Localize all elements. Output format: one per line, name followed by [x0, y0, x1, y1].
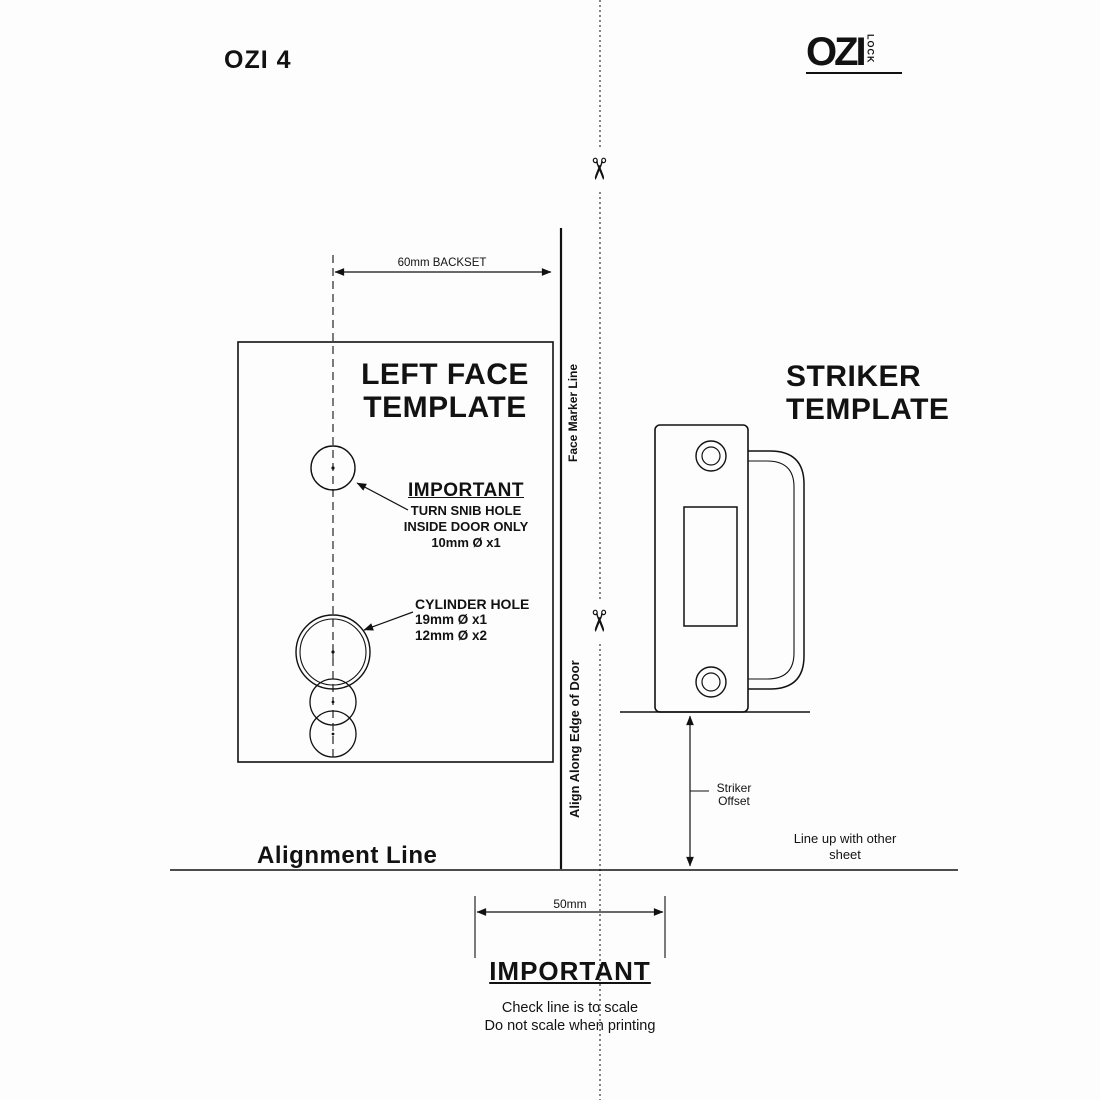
scissors-icon: ✂	[580, 608, 615, 634]
left-important-heading: IMPORTANT	[407, 480, 525, 501]
sheet-label: OZI 4	[224, 46, 292, 74]
striker-title-line1: STRIKER	[786, 360, 922, 393]
lineup-note: Line up with other sheet	[775, 831, 915, 863]
scale-check-dimension	[474, 896, 666, 958]
lineup-note-line1: Line up with other	[793, 831, 897, 846]
cylinder-hole	[295, 614, 371, 758]
scale-dimension-label: 50mm	[553, 897, 587, 911]
snib-note-line2: INSIDE DOOR ONLY	[403, 519, 529, 534]
striker-offset-line2: Offset	[718, 794, 750, 808]
striker-title-line2: TEMPLATE	[786, 393, 950, 426]
brand-logo-vertical-text: LOCK	[865, 34, 876, 64]
cylinder-leader-line	[363, 611, 414, 631]
snib-hole-note: TURN SNIB HOLE INSIDE DOOR ONLY 10mm Ø x…	[390, 503, 542, 551]
scissors-icon: ✂	[580, 156, 615, 182]
striker-offset-label: Striker Offset	[706, 782, 762, 808]
turn-snib-hole	[310, 445, 356, 491]
face-marker-line-label: Face Marker Line	[566, 363, 580, 462]
brand-logo-text: OZI	[806, 30, 867, 74]
backset-dimension-label: 60mm BACKSET	[397, 257, 487, 269]
snib-note-line3: 10mm Ø x1	[431, 535, 501, 550]
cylinder-note-line1: CYLINDER HOLE	[415, 596, 530, 612]
brand-logo: OZI LOCK	[806, 30, 902, 74]
alignment-line-label: Alignment Line	[257, 842, 438, 869]
striker-template-title: STRIKER TEMPLATE	[786, 360, 949, 426]
striker-plate	[620, 424, 810, 713]
footer-important-block: IMPORTANT Check line is to scale Do not …	[420, 956, 720, 1035]
striker-offset-line1: Striker	[716, 781, 752, 795]
align-along-edge-label: Align Along Edge of Door	[567, 660, 582, 818]
footer-note-line2: Do not scale when printing	[484, 1018, 656, 1034]
lineup-note-line2: sheet	[829, 847, 861, 862]
left-template-outline	[237, 341, 554, 763]
left-template-title-line1: LEFT FACE	[361, 358, 529, 391]
snib-leader-line	[356, 482, 409, 511]
cylinder-note-line2: 19mm Ø x1	[415, 612, 488, 627]
cylinder-note-line3: 12mm Ø x2	[415, 628, 488, 643]
left-template-title: LEFT FACE TEMPLATE	[330, 358, 560, 424]
footer-important-heading: IMPORTANT	[489, 956, 651, 986]
snib-note-line1: TURN SNIB HOLE	[410, 503, 522, 518]
footer-note-line1: Check line is to scale	[501, 1000, 639, 1016]
cylinder-hole-note: CYLINDER HOLE 19mm Ø x1 12mm Ø x2	[415, 596, 529, 644]
left-template-title-line2: TEMPLATE	[363, 391, 527, 424]
